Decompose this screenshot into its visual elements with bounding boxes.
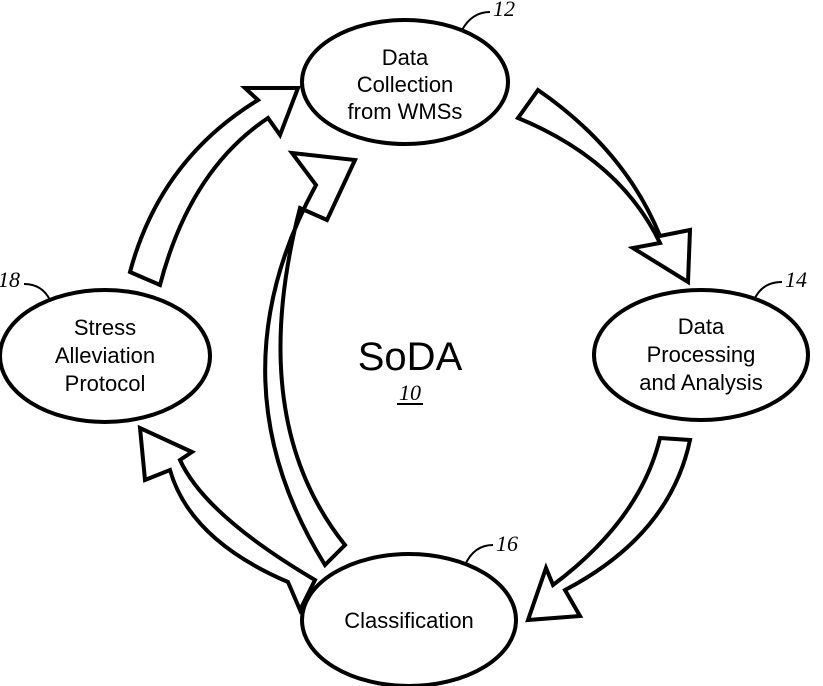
node-data-processing-line-3: and Analysis [639,370,763,395]
arrow-stress-to-collection [130,88,298,285]
center-ref-number: 10 [399,380,421,405]
ref-leader-18 [24,284,50,300]
node-data-processing-line-1: Data [678,314,725,339]
ref-leader-16 [465,545,493,565]
ref-leader-12 [462,12,490,30]
node-data-collection-line-1: Data [382,45,429,70]
ref-leader-14 [754,282,782,300]
ref-number-18: 18 [0,267,20,292]
ref-number-12: 12 [493,0,515,21]
node-stress-alleviation-line-2: Alleviation [55,343,155,368]
node-classification-line-1: Classification [344,608,474,633]
node-stress-alleviation-line-3: Protocol [65,371,146,396]
ref-number-16: 16 [496,531,518,556]
arrow-collection-to-processing [518,90,690,282]
arrow-classification-to-collection [265,153,355,565]
node-data-collection-line-3: from WMSs [348,99,463,124]
node-data-collection-line-2: Collection [357,72,454,97]
center-title: SoDA [358,335,463,379]
ref-number-14: 14 [785,267,807,292]
node-stress-alleviation-line-1: Stress [74,315,136,340]
arrow-processing-to-classification [528,438,690,620]
node-data-processing-line-2: Processing [647,342,756,367]
